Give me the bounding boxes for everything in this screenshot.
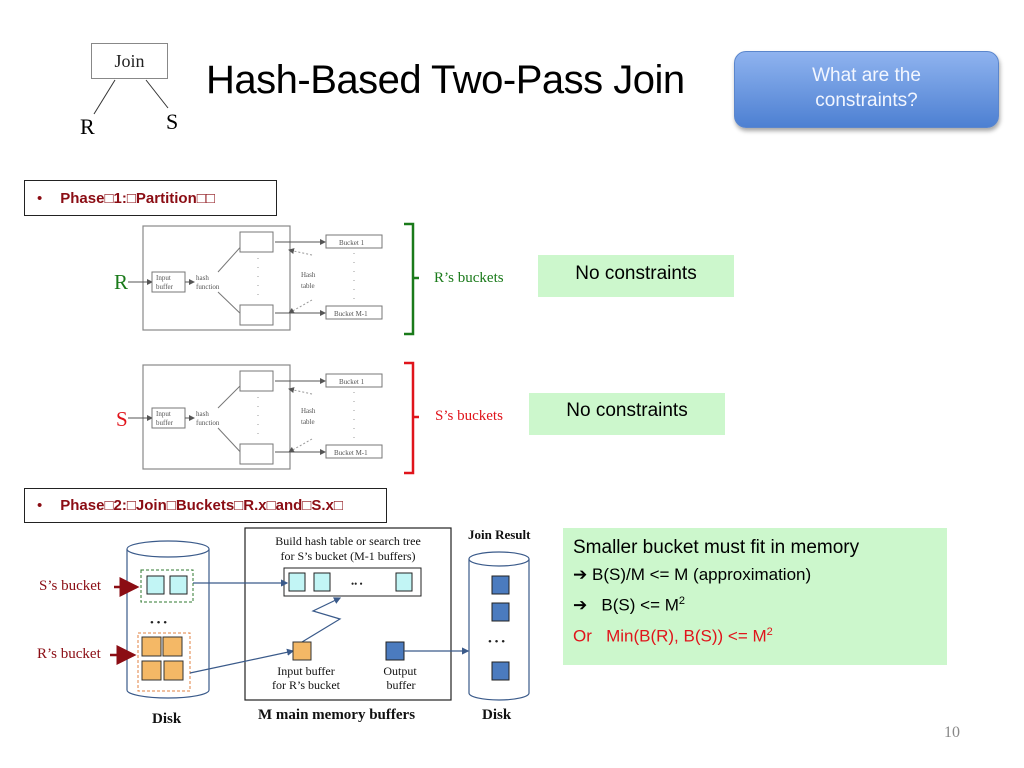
r-bucket-block <box>141 660 162 681</box>
input-buffer-l2: for R’s bucket <box>272 678 341 692</box>
result-block <box>491 602 510 622</box>
s-hash-l2: function <box>196 419 220 427</box>
arrow-icon: ➔ <box>573 595 588 615</box>
memory-constraint-box: Smaller bucket must fit in memory ➔ B(S)… <box>563 528 947 665</box>
bullet: • <box>37 497 43 514</box>
s-bucket-label: S’s bucket <box>39 578 102 594</box>
phase1-s-relation: S <box>116 407 128 431</box>
question-line-2: constraints? <box>815 90 918 111</box>
partition-diagram-r: Input buffer hash function Hash table Bu… <box>128 222 419 336</box>
s-input-buffer-l2: buffer <box>156 419 174 427</box>
output-buffer-l2: buffer <box>386 678 415 692</box>
hash-buffer-block <box>395 572 413 592</box>
r-hash-table-l2: table <box>301 282 315 290</box>
memory-caption-1: Build hash table or search tree <box>275 534 421 548</box>
constraint-line-3: ➔ B(S) <= M2 <box>573 588 947 619</box>
s-hash-l1: hash <box>196 410 209 418</box>
question-line-1: What are the <box>812 65 921 86</box>
result-block <box>491 661 510 681</box>
output-buffer-l1: Output <box>383 664 417 678</box>
join-tree-edge-left <box>93 79 116 115</box>
hash-buffer-block <box>288 572 306 592</box>
constraint-line-2-text: B(S)/M <= M (approximation) <box>591 565 812 584</box>
page-number: 10 <box>944 724 960 741</box>
hash-buffer-ellipsis: •• • <box>351 579 363 589</box>
r-bucket-label: R’s bucket <box>37 646 101 662</box>
r-buckets-label: R’s buckets <box>434 270 504 286</box>
constraint-line-2: ➔ B(S)/M <= M (approximation) <box>573 561 947 588</box>
s-bucket-group <box>140 569 194 603</box>
join-tree-edge-right <box>145 79 169 109</box>
s-bucket-last: Bucket M-1 <box>334 449 368 457</box>
disk-ellipsis: • • • <box>150 617 167 629</box>
phase1-label: Phase□1:□Partition□□ <box>60 190 215 207</box>
r-bucket-block <box>163 660 184 681</box>
result-disk-label: Disk <box>482 707 512 723</box>
s-bucket-block <box>146 575 165 595</box>
s-brace <box>404 361 419 475</box>
partition-diagrams: Input buffer hash function Hash table Bu… <box>128 222 419 475</box>
constraint-line-4-text: Min(B(R), B(S)) <= M <box>606 626 767 646</box>
join-result-label: Join Result <box>468 527 531 542</box>
join-tree-left: R <box>80 114 95 139</box>
r-input-buffer-l2: buffer <box>156 283 174 291</box>
s-bucket-block <box>169 575 188 595</box>
phase2-label: Phase□2:□Join□Buckets□R.x□and□S.x□ <box>60 497 343 514</box>
input-buffer-block <box>292 641 312 661</box>
join-phase-diagram: • • • Build hash table or search tree fo… <box>110 527 530 701</box>
phase1-heading: • Phase□1:□Partition□□ <box>24 180 277 216</box>
r-hash-l1: hash <box>196 274 209 282</box>
constraint-line-4: Or Min(B(R), B(S)) <= M2 <box>573 619 947 650</box>
result-disk <box>468 551 530 701</box>
constraint-line-1: Smaller bucket must fit in memory <box>573 537 860 558</box>
memory-box <box>244 527 452 701</box>
r-bucket-block <box>162 636 183 657</box>
s-input-buffer-l1: Input <box>156 410 171 418</box>
join-tree-right: S <box>166 109 179 134</box>
r-constraint-box: No constraints <box>538 255 734 297</box>
r-bucket-group <box>137 632 191 692</box>
s-hash-table-l2: table <box>301 418 315 426</box>
s-hash-table-l1: Hash <box>301 407 316 415</box>
result-ellipsis: • • • <box>488 636 505 648</box>
s-bucket-first: Bucket 1 <box>339 378 365 386</box>
s-constraint-box: No constraints <box>529 393 725 435</box>
r-bucket-block <box>141 636 162 657</box>
constraints-question-button[interactable]: What are the constraints? <box>734 51 999 128</box>
bullet: • <box>37 190 43 207</box>
r-brace <box>404 222 419 336</box>
result-block <box>491 575 510 595</box>
source-disk-label: Disk <box>152 711 182 727</box>
partition-diagram-s: Input buffer hash function Hash table Bu… <box>128 361 419 475</box>
constraint-line-3-text: B(S) <= M <box>601 595 679 615</box>
output-buffer-block <box>385 641 405 661</box>
arrow-icon: ➔ <box>573 565 588 584</box>
join-tree-root: Join <box>91 43 168 79</box>
page-title: Hash-Based Two-Pass Join <box>206 58 685 102</box>
hash-buffer-block <box>313 572 331 592</box>
r-input-buffer-l1: Input <box>156 274 171 282</box>
constraint-line-3-sup: 2 <box>678 595 686 607</box>
join-tree-edges <box>93 79 169 115</box>
r-bucket-first: Bucket 1 <box>339 239 365 247</box>
r-hash-l2: function <box>196 283 220 291</box>
memory-label: M main memory buffers <box>258 707 416 723</box>
input-buffer-l1: Input buffer <box>277 664 334 678</box>
r-bucket-last: Bucket M-1 <box>334 310 368 318</box>
memory-caption-2: for S’s bucket (M-1 buffers) <box>280 549 415 563</box>
r-hash-table-l1: Hash <box>301 271 316 279</box>
phase1-r-relation: R <box>114 270 129 294</box>
constraint-line-4-sup: 2 <box>766 625 773 638</box>
s-buckets-label: S’s buckets <box>435 408 503 424</box>
phase2-heading: • Phase□2:□Join□Buckets□R.x□and□S.x□ <box>24 488 387 523</box>
constraint-or: Or <box>573 626 592 646</box>
